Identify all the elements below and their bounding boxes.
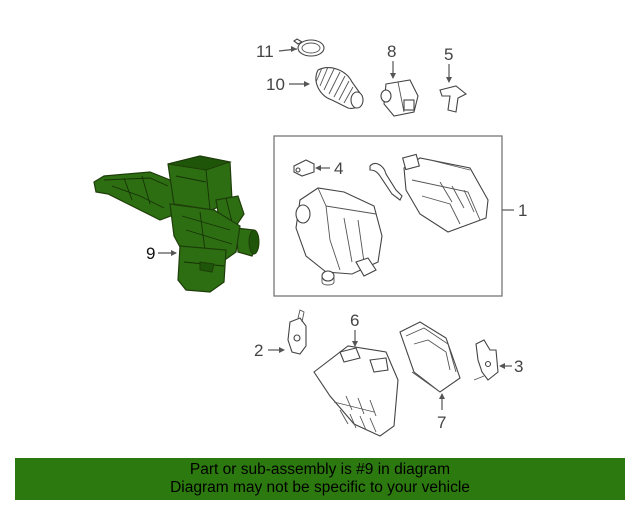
svg-text:11: 11: [256, 42, 274, 61]
air-cleaner-lid[interactable]: [402, 153, 489, 233]
callout-8[interactable]: 8: [387, 42, 396, 79]
svg-text:10: 10: [266, 75, 285, 94]
svg-text:5: 5: [444, 45, 453, 64]
air-cleaner-case[interactable]: [295, 187, 383, 286]
svg-text:2: 2: [254, 341, 263, 360]
callout-1[interactable]: 1: [502, 201, 527, 220]
banner-line-2: Diagram may not be specific to your vehi…: [170, 479, 470, 496]
callout-6[interactable]: 6: [350, 311, 359, 347]
callout-3[interactable]: 3: [499, 357, 523, 376]
info-banner: Part or sub-assembly is #9 in diagram Di…: [15, 458, 625, 500]
part-5-bracket[interactable]: [439, 85, 468, 113]
callout-10[interactable]: 10: [266, 75, 310, 94]
callout-7[interactable]: 7: [437, 393, 446, 432]
part-9-intake-duct[interactable]: [93, 155, 260, 293]
callout-9[interactable]: 9: [146, 244, 177, 263]
vent-tube: [369, 163, 403, 201]
svg-text:1: 1: [518, 201, 527, 220]
part-7-air-filter[interactable]: [399, 321, 461, 393]
part-11-clamp[interactable]: [293, 38, 325, 57]
svg-text:9: 9: [146, 244, 155, 263]
assembly-box-1: [273, 135, 503, 297]
svg-text:7: 7: [437, 413, 446, 432]
part-10-intake-hose[interactable]: [315, 66, 364, 109]
part-3-bracket[interactable]: [473, 339, 499, 381]
part-4-clip[interactable]: [293, 159, 315, 177]
svg-text:8: 8: [387, 42, 396, 61]
svg-text:6: 6: [350, 311, 359, 330]
callout-5[interactable]: 5: [444, 45, 453, 83]
callout-2[interactable]: 2: [254, 341, 285, 360]
svg-text:4: 4: [334, 159, 343, 178]
banner-line-1: Part or sub-assembly is #9 in diagram: [189, 461, 451, 478]
part-8-maf-sensor[interactable]: [380, 79, 419, 117]
part-2-bracket[interactable]: [287, 309, 307, 355]
svg-text:3: 3: [514, 357, 523, 376]
callout-4[interactable]: 4: [315, 159, 343, 178]
callout-11[interactable]: 11: [256, 42, 298, 61]
part-6-duct[interactable]: [313, 345, 399, 437]
